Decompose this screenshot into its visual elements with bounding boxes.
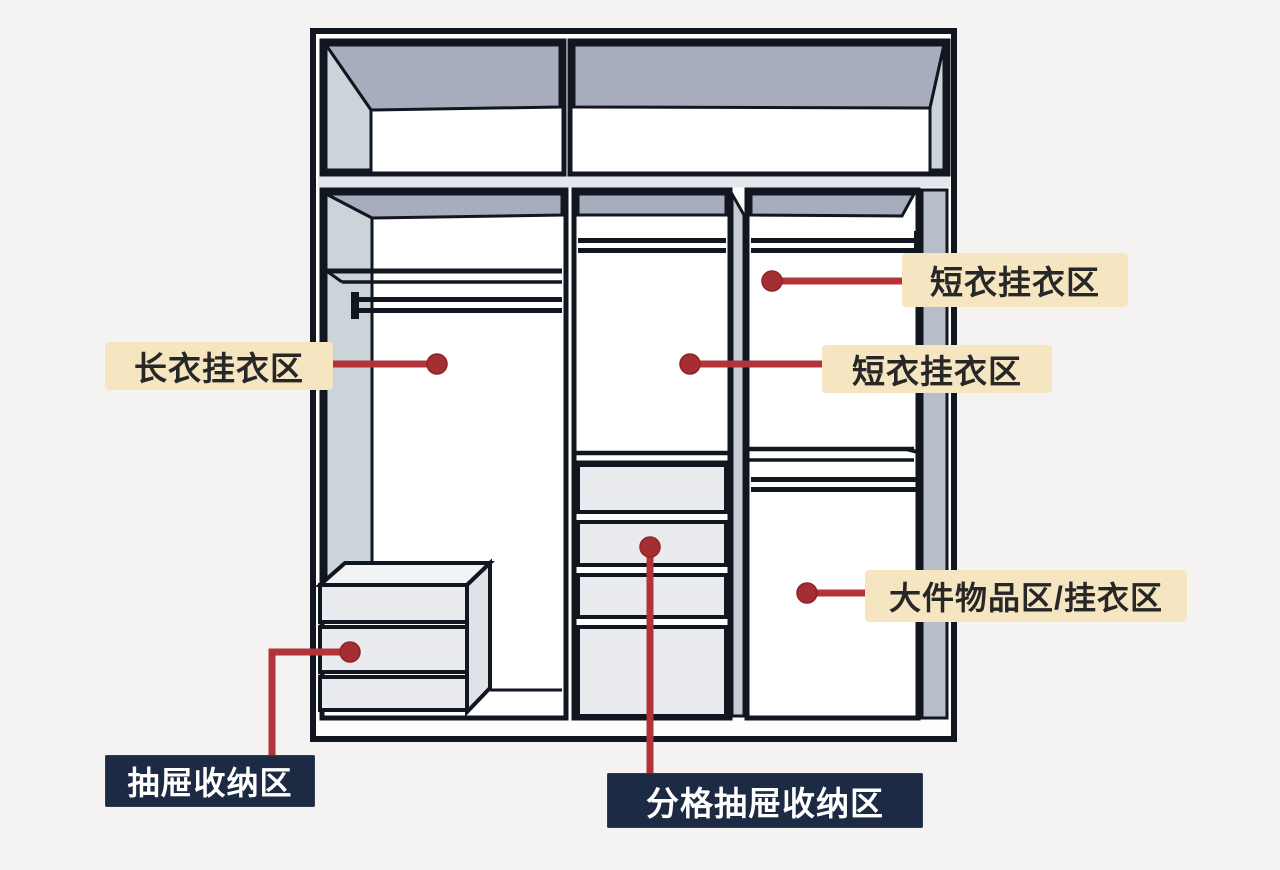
callout-dot	[679, 353, 701, 375]
label-long-coat-hanging-area: 长衣挂衣区	[105, 342, 333, 390]
callout-line-drawer-storage	[268, 648, 350, 760]
callout-dot	[639, 536, 661, 558]
stack-drawer-1	[576, 463, 728, 514]
chest-drawer-1	[318, 583, 469, 624]
vertical-divider-panel	[730, 188, 746, 718]
top-shelf-right-compartment	[567, 38, 951, 177]
label-short-coat-hanging-area-right: 短衣挂衣区	[902, 253, 1128, 307]
label-large-items-hanging-area: 大件物品区/挂衣区	[865, 570, 1187, 622]
callout-dots	[339, 270, 818, 663]
callout-dot	[426, 353, 448, 375]
callout-dot	[339, 641, 361, 663]
callout-dot	[796, 582, 818, 604]
drawer-chest	[314, 558, 495, 717]
callout-dot	[761, 270, 783, 292]
callout-lines	[268, 277, 905, 778]
middle-shelf-band	[318, 176, 950, 188]
label-grid-drawer-storage-area: 分格抽屉收纳区	[607, 773, 923, 828]
label-short-coat-hanging-area-middle: 短衣挂衣区	[822, 345, 1052, 393]
top-shelf-left-compartment	[319, 38, 567, 177]
middle-hanging-rod	[578, 238, 726, 253]
label-drawer-storage-area: 抽屉收纳区	[105, 755, 315, 807]
chest-drawer-3	[318, 675, 469, 712]
left-hanging-rod	[351, 292, 562, 319]
